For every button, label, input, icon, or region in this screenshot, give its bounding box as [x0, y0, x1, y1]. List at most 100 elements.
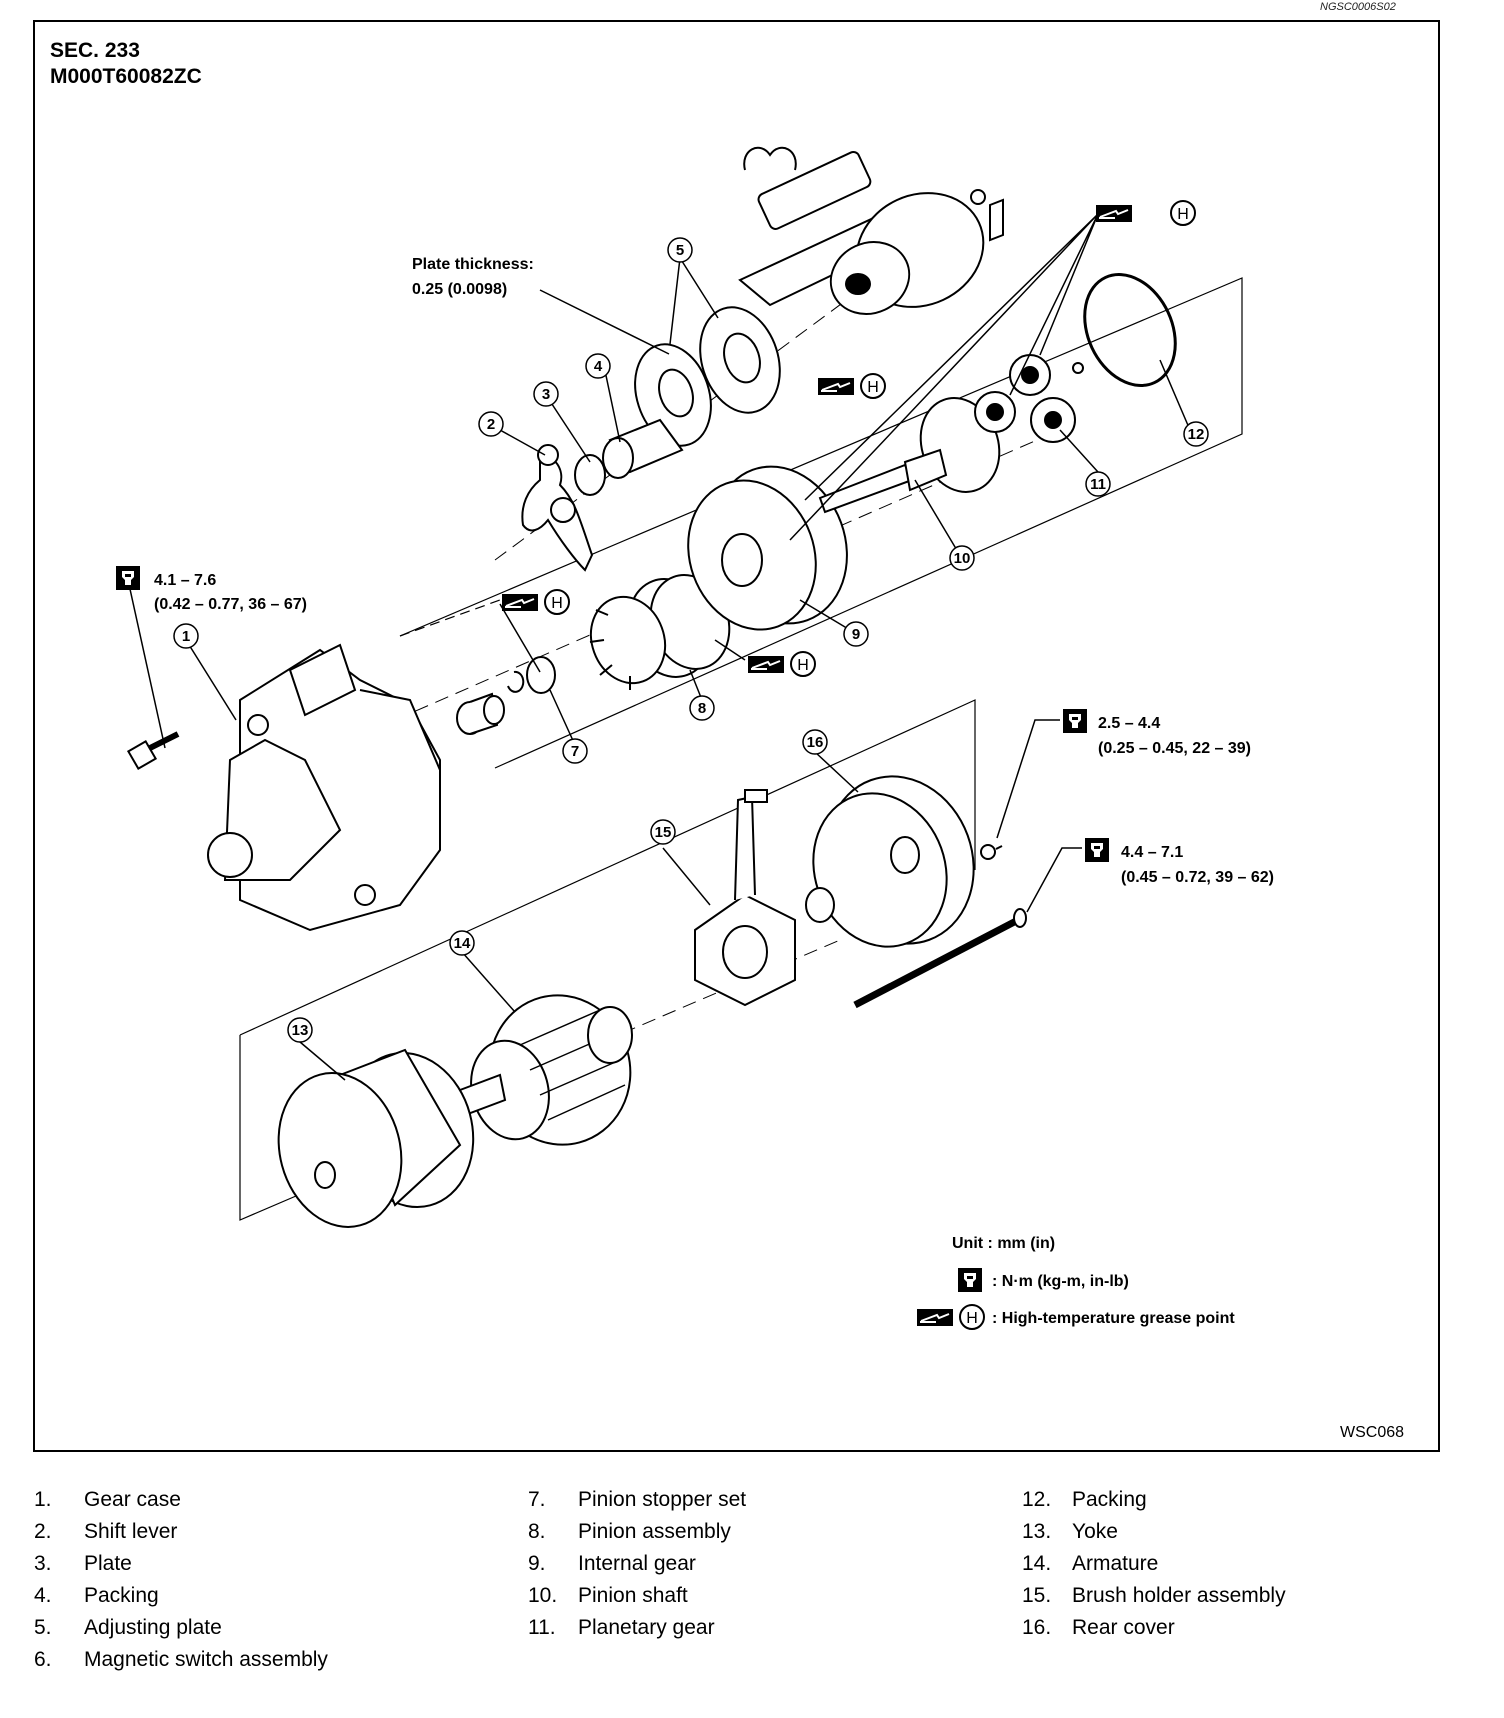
svg-text:8: 8 [698, 700, 706, 717]
plate-thickness-label: Plate thickness: [412, 256, 534, 273]
packing-ring [1083, 273, 1177, 387]
callout-4: 4 [585, 353, 611, 379]
legend-item: 7.Pinion stopper set [528, 1488, 747, 1511]
grease-letter: H [867, 379, 879, 396]
torque-range: 2.5 – 4.4 [1098, 715, 1160, 732]
plate-thickness-value: 0.25 (0.0098) [412, 281, 507, 298]
yoke [277, 1048, 475, 1228]
bushing [456, 692, 505, 735]
callout-15: 15 [650, 819, 676, 845]
grease-marker-top: H [1095, 200, 1196, 226]
figure-code: WSC068 [1340, 1424, 1405, 1441]
legend-column-1: 1.Gear case 2.Shift lever 3.Plate 4.Pack… [34, 1488, 328, 1680]
document-reference-code: NGSC0006S02 [1320, 1, 1396, 13]
armature [458, 994, 633, 1146]
legend-item: 9.Internal gear [528, 1552, 696, 1575]
adjusting-plates [634, 306, 781, 447]
torque-spec-gear-case-bolt: 4.1 – 7.6 (0.42 – 0.77, 36 – 67) [116, 566, 307, 613]
callouts: 1 2 3 4 5 7 8 9 10 11 12 13 14 15 16 [173, 237, 1209, 1043]
legend-item: 1.Gear case [34, 1488, 181, 1511]
gear-case-bolt [126, 731, 180, 771]
grease-letter: H [797, 657, 809, 674]
torque-spec-through-bolt: 4.4 – 7.1 (0.45 – 0.72, 39 – 62) [1085, 838, 1274, 886]
legend-item: 14.Armature [1022, 1552, 1159, 1575]
section-number: SEC. 233 [50, 39, 140, 62]
callout-8: 8 [689, 695, 715, 721]
magnetic-switch-assembly [738, 146, 1004, 315]
svg-text:7: 7 [571, 743, 579, 760]
legend-item: 10.Pinion shaft [528, 1584, 688, 1607]
torque-alt: (0.45 – 0.72, 39 – 62) [1121, 869, 1274, 886]
model-code: M000T60082ZC [50, 65, 202, 88]
assembly-outline-lower [239, 699, 976, 1221]
legend-item: 5.Adjusting plate [34, 1616, 222, 1639]
leader-lines [127, 213, 1191, 1081]
planetary-gears [974, 354, 1076, 443]
section-heading: SEC. 233 M000T60082ZC [50, 38, 202, 90]
grease-marker-gear: H [747, 651, 816, 677]
packing-part-4 [602, 418, 684, 479]
legend-item: 12.Packing [1022, 1488, 1147, 1511]
svg-text:15: 15 [655, 824, 672, 841]
grease-letter: H [551, 595, 563, 612]
callout-12: 12 [1183, 421, 1209, 447]
callout-11: 11 [1085, 471, 1111, 497]
pinion-stopper-set [507, 656, 556, 694]
plate-thickness-note: Plate thickness: 0.25 (0.0098) [412, 256, 534, 298]
grease-marker-middle: H [817, 373, 886, 399]
legend-column-3: 12.Packing 13.Yoke 14.Armature 15.Brush … [1022, 1488, 1286, 1648]
callout-9: 9 [843, 621, 869, 647]
svg-text:9: 9 [852, 626, 860, 643]
washer [805, 887, 835, 923]
svg-text:11: 11 [1090, 476, 1106, 493]
plate-part-3 [574, 454, 606, 496]
assembly-outline-upper [399, 277, 1243, 769]
brush-holder-assembly [694, 789, 796, 1007]
callout-10: 10 [949, 545, 975, 571]
svg-text:16: 16 [807, 734, 824, 751]
legend-item: 13.Yoke [1022, 1520, 1118, 1543]
callout-7: 7 [562, 738, 588, 764]
gear-case [207, 643, 441, 932]
callout-14: 14 [449, 930, 475, 956]
through-bolt [853, 908, 1027, 1009]
callout-3: 3 [533, 381, 559, 407]
figure-frame [33, 20, 1440, 1452]
svg-text:14: 14 [454, 935, 471, 952]
legend-item: 3.Plate [34, 1552, 132, 1575]
svg-text:5: 5 [676, 242, 684, 259]
torque-spec-rear-cover-screw: 2.5 – 4.4 (0.25 – 0.45, 22 – 39) [1063, 709, 1251, 757]
rear-cover-screw [980, 844, 1003, 860]
rear-cover [812, 775, 975, 948]
torque-unit-label: : N·m (kg-m, in-lb) [992, 1273, 1129, 1290]
torque-alt: (0.25 – 0.45, 22 – 39) [1098, 740, 1251, 757]
svg-text:10: 10 [954, 550, 971, 567]
legend-column-2: 7.Pinion stopper set 8.Pinion assembly 9… [528, 1488, 746, 1648]
callout-5: 5 [667, 237, 693, 263]
legend-item: 15.Brush holder assembly [1022, 1584, 1286, 1607]
legend-item: 2.Shift lever [34, 1520, 178, 1543]
small-ball [1072, 362, 1084, 374]
grease-letter: H [1177, 206, 1189, 223]
diagram-key: Unit : mm (in) : N·m (kg-m, in-lb) H : H… [916, 1235, 1235, 1330]
callout-16: 16 [802, 729, 828, 755]
legend-item: 4.Packing [34, 1584, 159, 1607]
legend-item: 6.Magnetic switch assembly [34, 1648, 328, 1671]
svg-text:4: 4 [594, 358, 603, 375]
legend-item: 11.Planetary gear [528, 1616, 715, 1639]
torque-range: 4.4 – 7.1 [1121, 844, 1183, 861]
callout-2: 2 [478, 411, 504, 437]
torque-alt: (0.42 – 0.77, 36 – 67) [154, 596, 307, 613]
callout-13: 13 [287, 1017, 313, 1043]
svg-text:3: 3 [542, 386, 550, 403]
grease-marker-pinion: H [501, 589, 570, 615]
shift-lever [521, 444, 594, 572]
torque-range: 4.1 – 7.6 [154, 572, 216, 589]
internal-gear [687, 465, 848, 631]
legend-item: 16.Rear cover [1022, 1616, 1175, 1639]
grease-label: : High-temperature grease point [992, 1310, 1235, 1327]
svg-text:12: 12 [1188, 426, 1205, 443]
svg-text:13: 13 [292, 1022, 309, 1039]
svg-text:1: 1 [182, 628, 190, 645]
exploded-starter-diagram: H H H H 4.1 – 7.6 (0.42 – 0.77, 36 – 67)… [116, 146, 1274, 1330]
